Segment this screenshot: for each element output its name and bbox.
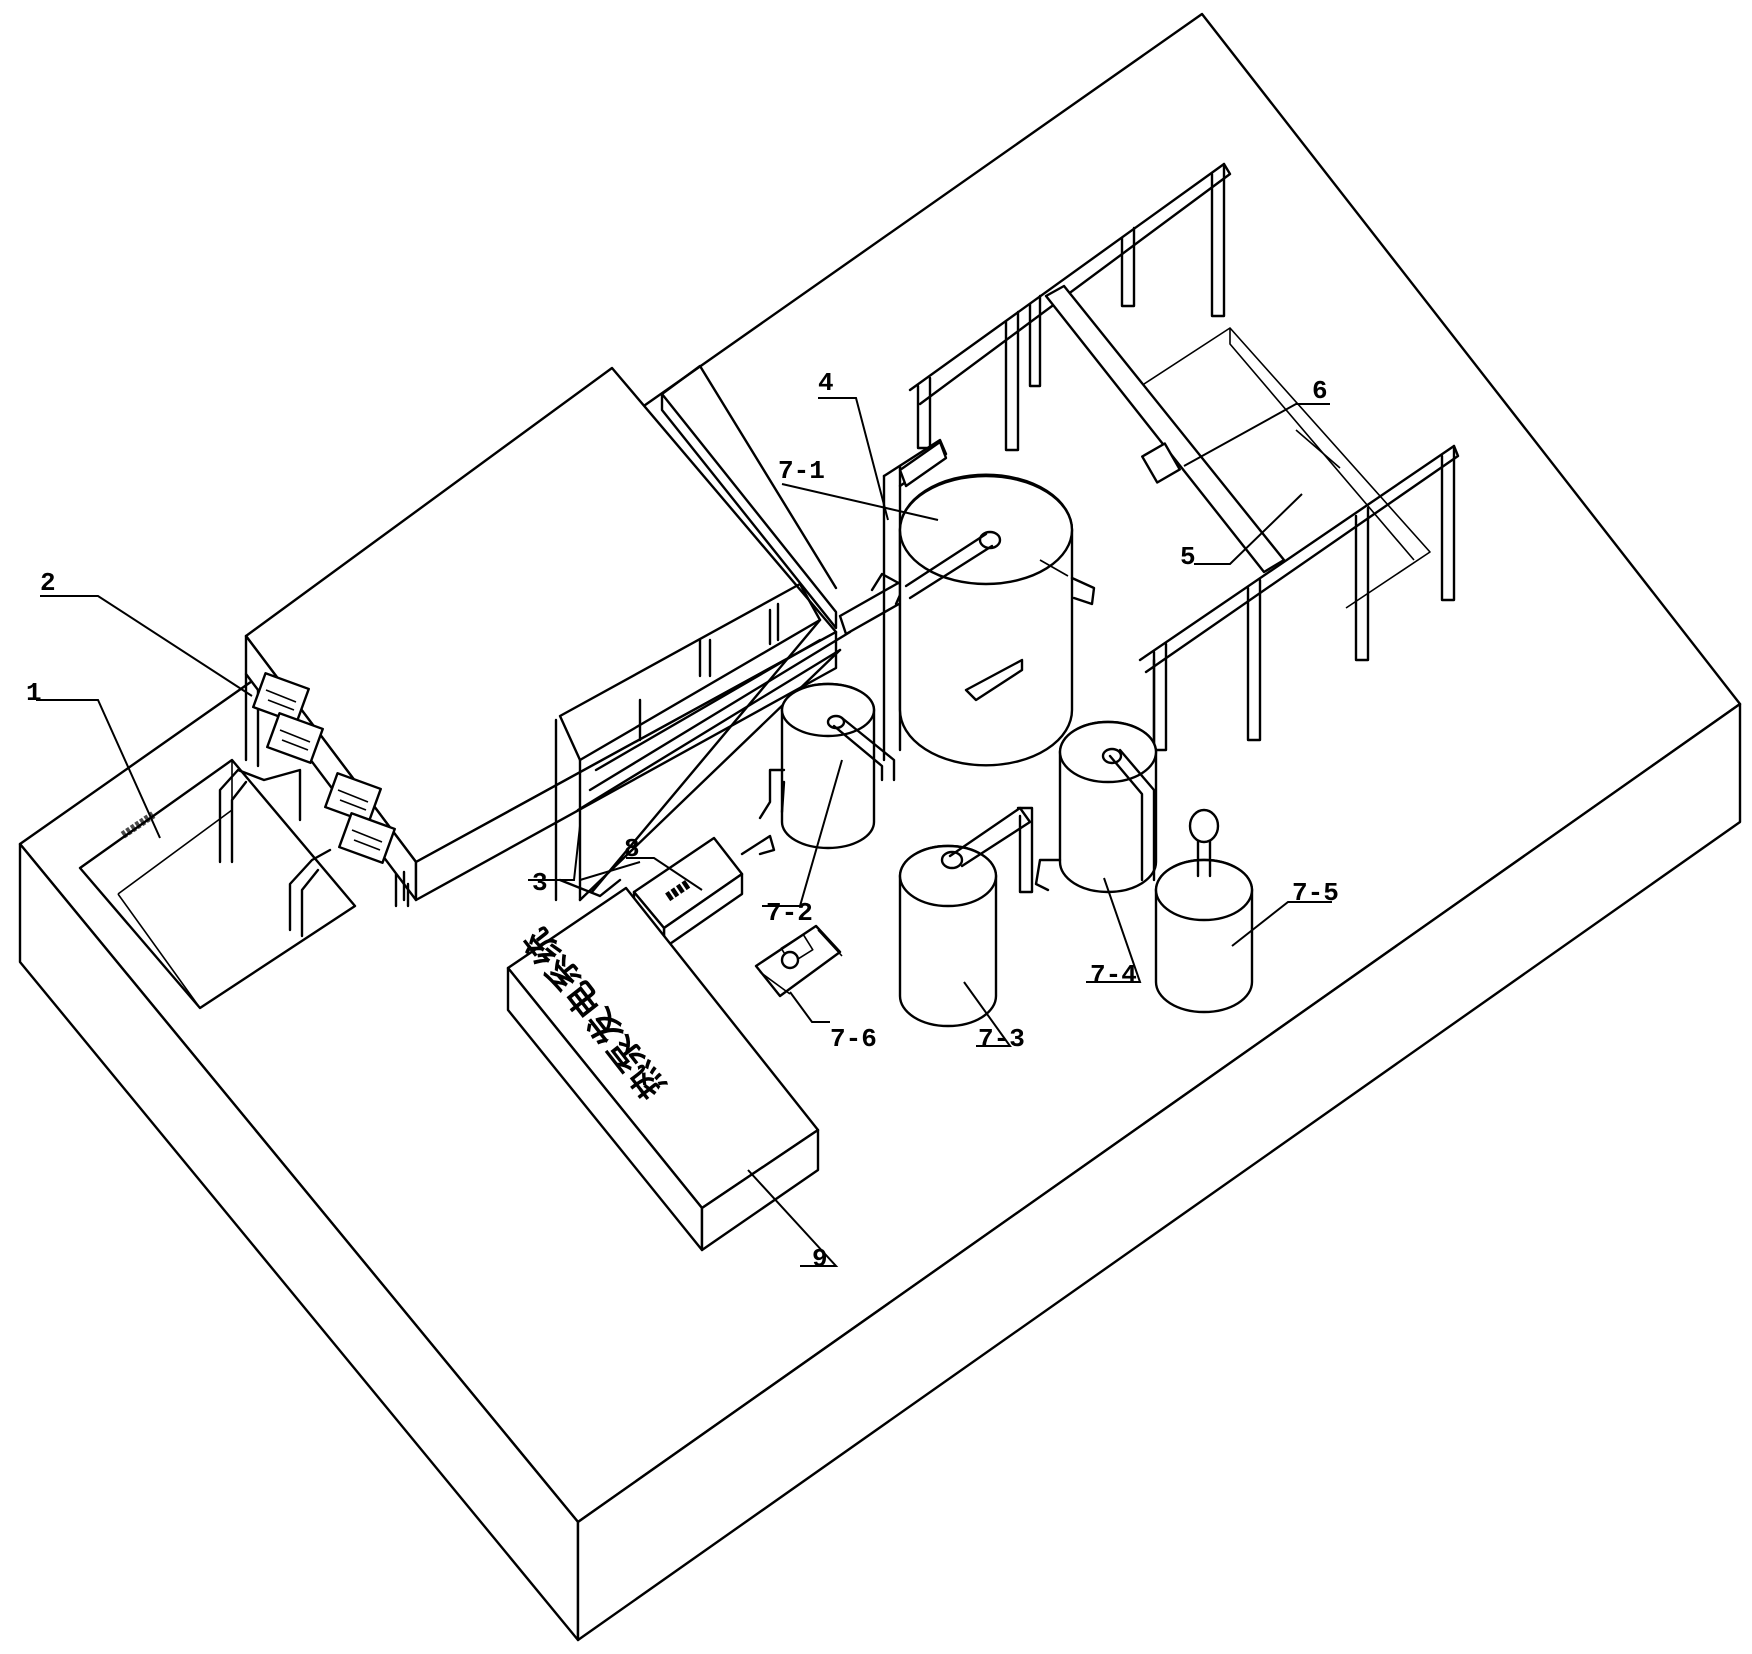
label-1: 1 (26, 678, 42, 708)
tank-7-4 (1034, 720, 1158, 894)
label-7-5: 7-5 (1292, 878, 1339, 908)
power-cabinet-9: 热泵发电系统 (506, 886, 820, 1252)
base-platform (18, 12, 1742, 1642)
label-8: 8 (624, 834, 640, 864)
label-6: 6 (1312, 376, 1328, 406)
label-9: 9 (812, 1244, 828, 1274)
label-3: 3 (532, 868, 548, 898)
label-7-1: 7-1 (778, 456, 825, 486)
leader-lines (36, 397, 1332, 1267)
label-5: 5 (1180, 542, 1196, 572)
right-frame-shed (908, 162, 1460, 752)
callout-labels: 1 2 3 4 5 6 7-1 7-2 7-3 7-4 7-5 7-6 8 9 (26, 368, 1339, 1274)
support-frame (554, 364, 852, 902)
label-2: 2 (40, 568, 56, 598)
label-7-3: 7-3 (978, 1024, 1025, 1054)
label-7-2: 7-2 (766, 898, 813, 928)
evaporator-column (882, 438, 1096, 767)
label-7-6: 7-6 (830, 1024, 877, 1054)
tank-7-5 (1154, 808, 1254, 1014)
fan-units (252, 672, 396, 864)
tank-7-3 (898, 806, 1034, 1028)
heat-exchanger-housing (244, 366, 838, 908)
inlet-pit: ▮▮▮▮▮▮▮ (78, 758, 357, 1010)
tank-7-2 (758, 682, 896, 850)
label-4: 4 (818, 368, 834, 398)
label-7-4: 7-4 (1090, 960, 1137, 990)
pump-unit-7-6 (754, 924, 843, 998)
